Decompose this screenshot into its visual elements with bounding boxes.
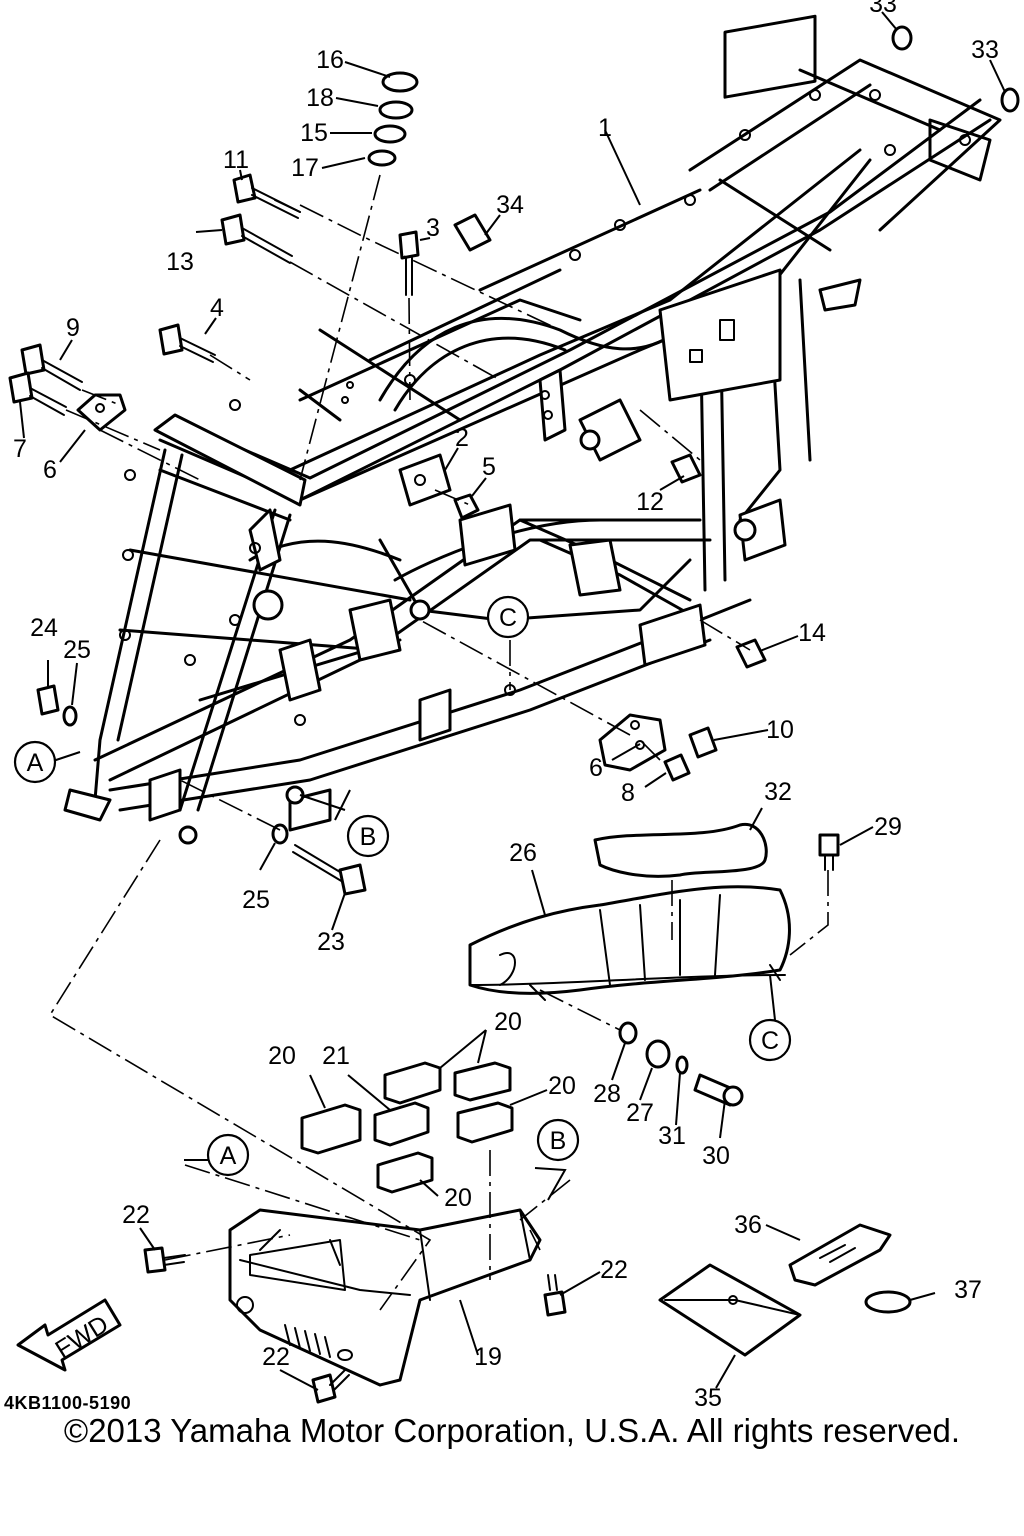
part-number-label: 22 xyxy=(262,1343,290,1371)
part-number-label: 31 xyxy=(658,1122,686,1150)
copyright-notice: ©2013 Yamaha Motor Corporation, U.S.A. A… xyxy=(63,1412,961,1449)
leader-lines xyxy=(19,11,1006,1391)
part-number-label: 22 xyxy=(122,1201,150,1229)
part-number-label: 11 xyxy=(223,146,249,174)
reference-marker-labels: A A B B C C xyxy=(27,604,779,1170)
reference-markers xyxy=(13,595,792,1177)
part-number-label: 33 xyxy=(869,0,897,18)
part-number-label: 5 xyxy=(482,453,496,481)
alignment-lines xyxy=(48,174,829,1311)
part-number-label: 30 xyxy=(702,1142,730,1170)
part-number-label: 24 xyxy=(30,614,58,642)
part-number-label: 27 xyxy=(626,1099,654,1127)
part-number-label: 36 xyxy=(734,1211,762,1239)
heat-shield xyxy=(468,822,791,1001)
part-number-label: 9 xyxy=(66,314,80,342)
part-number-label: 1 xyxy=(598,114,612,142)
part-number-label: 23 xyxy=(317,928,345,956)
part-number-label: 8 xyxy=(621,779,635,807)
part-number-label: 20 xyxy=(494,1008,522,1036)
part-number-label: 26 xyxy=(509,839,537,867)
part-number-label: 34 xyxy=(496,191,524,219)
part-number-label: 18 xyxy=(306,84,334,112)
part-number-label: 35 xyxy=(694,1384,722,1412)
part-number-label: 10 xyxy=(766,716,794,744)
ref-marker-label: C xyxy=(761,1027,779,1055)
part-number-label: 29 xyxy=(874,813,902,841)
ref-marker-label: B xyxy=(550,1127,567,1155)
part-number-label: 6 xyxy=(589,754,603,782)
fwd-arrow: FWD xyxy=(16,1298,122,1372)
part-number-label: 21 xyxy=(322,1042,350,1070)
long-bolts xyxy=(220,173,301,264)
part-number-label: 28 xyxy=(593,1080,621,1108)
part-number-label: 12 xyxy=(636,488,664,516)
part-number-label: 2 xyxy=(455,424,469,452)
main-frame xyxy=(63,14,1002,845)
ref-marker-label: A xyxy=(27,749,44,777)
part-number-label: 7 xyxy=(13,435,27,463)
part-number-label: 20 xyxy=(268,1042,296,1070)
ref-marker-c xyxy=(486,595,530,639)
ref-marker-a xyxy=(13,740,57,784)
part-number-labels: 1 2 3 4 5 6 6 7 8 9 10 11 12 13 14 15 16… xyxy=(13,0,999,1412)
part-number-label: 17 xyxy=(291,154,319,182)
part-number-label: 4 xyxy=(210,294,224,322)
part-number-label: 20 xyxy=(548,1072,576,1100)
drawing-code: 4KB1100-5190 xyxy=(4,1393,132,1413)
part-number-label: 32 xyxy=(764,778,792,806)
ref-marker-label: B xyxy=(360,823,377,851)
part-number-label: 3 xyxy=(426,214,440,242)
part-number-label: 19 xyxy=(474,1343,502,1371)
ref-marker-b xyxy=(346,814,390,858)
part-number-label: 22 xyxy=(600,1256,628,1284)
part-number-label: 33 xyxy=(971,36,999,64)
part-number-label: 37 xyxy=(954,1276,982,1304)
part-number-label: 13 xyxy=(166,248,194,276)
part-number-label: 15 xyxy=(300,119,328,147)
part-number-label: 16 xyxy=(316,46,344,74)
part-number-label: 25 xyxy=(63,636,91,664)
ref-marker-label: C xyxy=(499,604,517,632)
ref-marker-a xyxy=(206,1133,250,1177)
foam-pads xyxy=(300,1061,514,1194)
ref-marker-label: A xyxy=(220,1142,237,1170)
ref-marker-b xyxy=(536,1118,580,1162)
part-number-label: 6 xyxy=(43,456,57,484)
bushing-stack xyxy=(367,71,419,167)
part-number-label: 14 xyxy=(798,619,826,647)
part-number-label: 20 xyxy=(444,1184,472,1212)
skid-plate xyxy=(228,1208,542,1387)
ref-marker-c xyxy=(748,1018,792,1062)
part-number-label: 25 xyxy=(242,886,270,914)
